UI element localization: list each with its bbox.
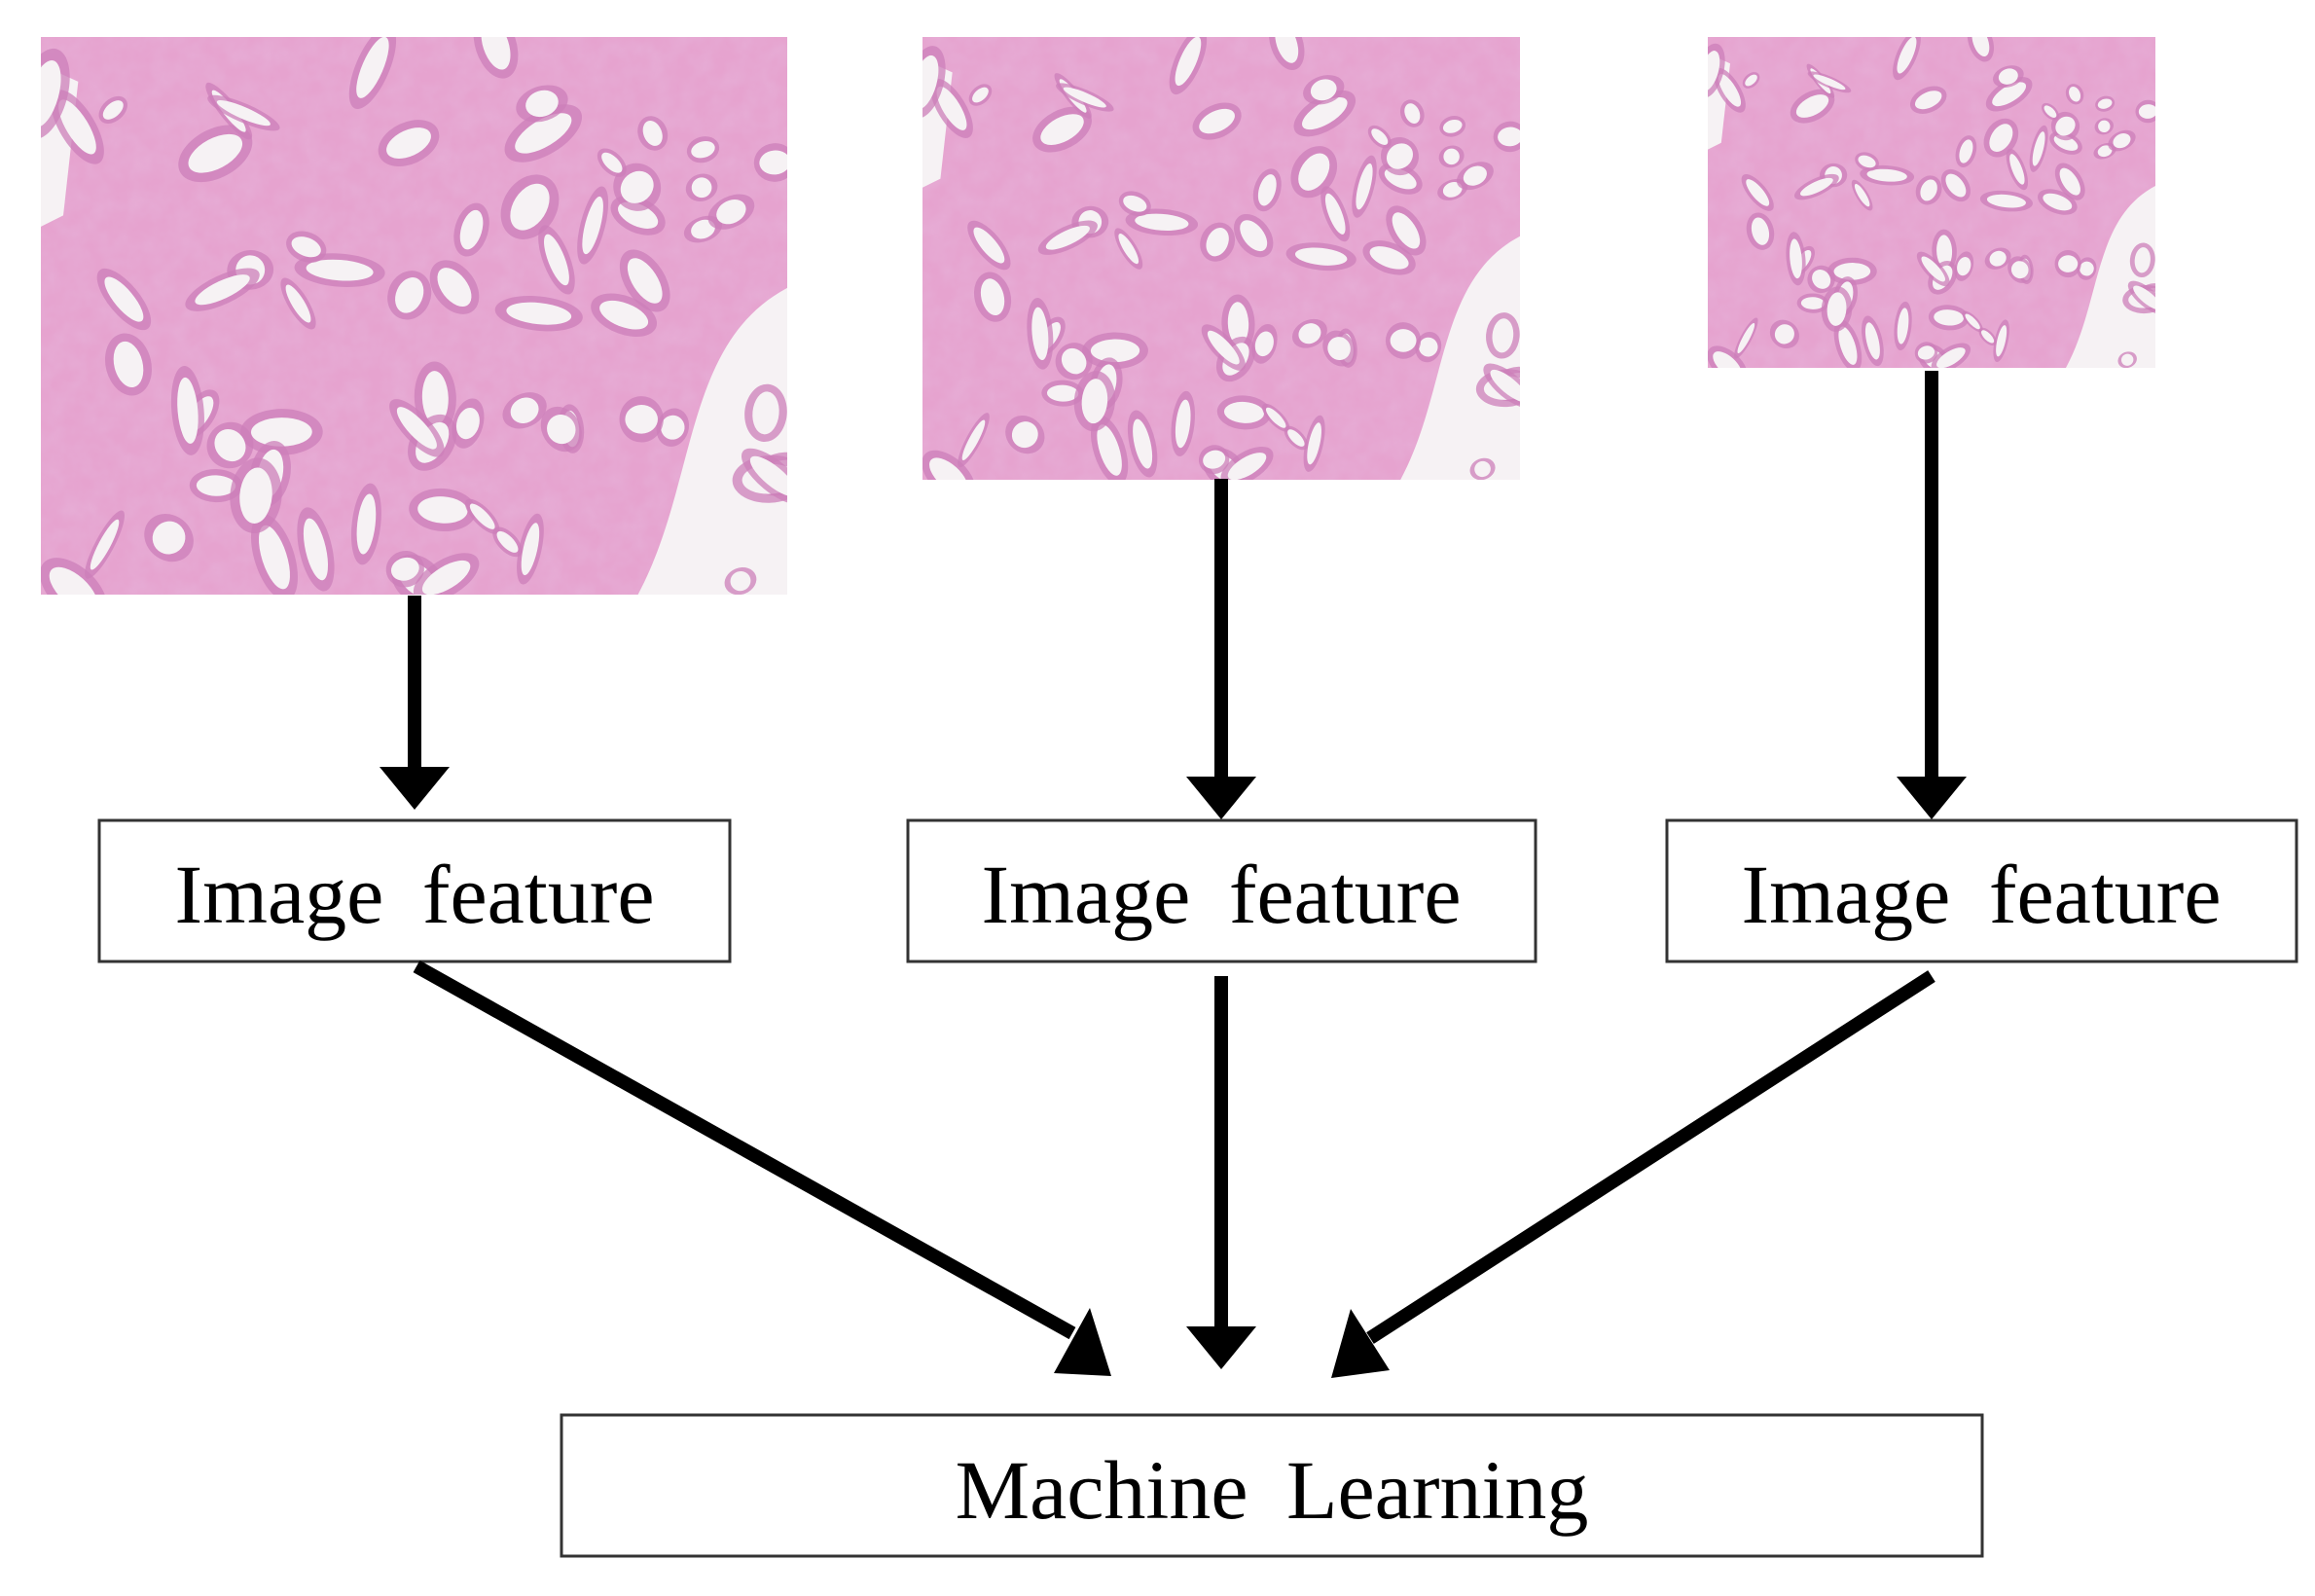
arrow-feature-2-to-ml — [1186, 976, 1256, 1369]
machine-learning-label: Machine Learning — [956, 1443, 1589, 1537]
arrow-image-1-to-feature-1 — [380, 596, 450, 810]
feature-box-1: Image feature — [97, 818, 732, 963]
feature-box-2-label: Image feature — [981, 848, 1461, 941]
tissue-image-medium — [922, 37, 1520, 480]
feature-box-1-label: Image feature — [174, 848, 654, 941]
arrow-feature-3-to-ml — [1331, 970, 1935, 1378]
machine-learning-box: Machine Learning — [560, 1413, 1984, 1558]
arrow-feature-1-to-ml — [413, 960, 1111, 1376]
feature-box-3: Image feature — [1665, 818, 2298, 963]
feature-box-2: Image feature — [906, 818, 1537, 963]
arrow-image-3-to-feature-3 — [1897, 371, 1967, 819]
feature-box-3-label: Image feature — [1741, 848, 2221, 941]
tissue-image-small — [1708, 37, 2155, 368]
arrow-image-2-to-feature-2 — [1186, 479, 1256, 819]
tissue-image-large — [41, 37, 787, 595]
